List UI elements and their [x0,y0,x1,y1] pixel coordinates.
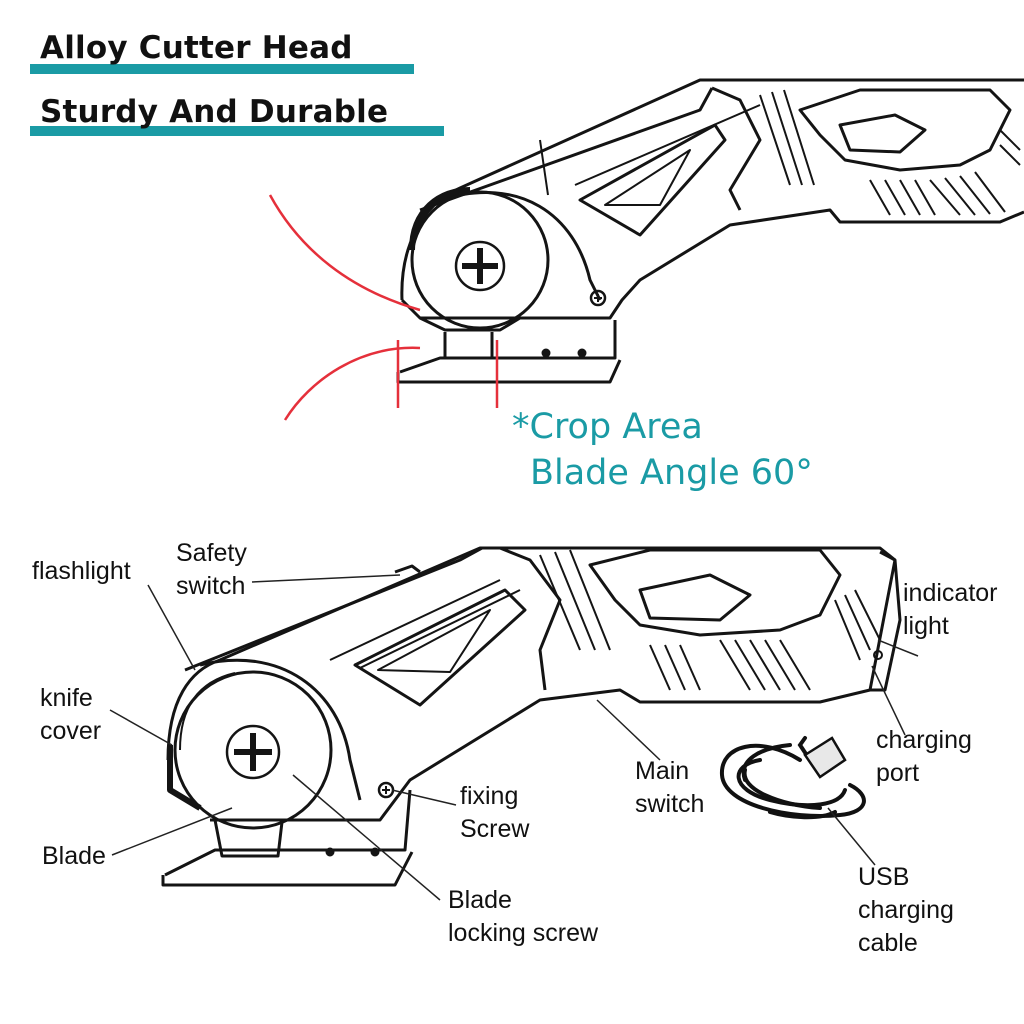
label-usb-charging-cable: USB charging cable [858,863,954,957]
blade-angle-callout: Blade Angle 60° [530,453,813,493]
leader-lines [109,574,919,901]
usb-plug-drawing [803,736,847,779]
label-blade-locking-screw: Blade locking screw [448,886,599,947]
usb-cable-drawing [719,736,866,820]
headline-bar-2 [30,126,444,136]
label-knife-cover: knife cover [40,684,102,745]
label-charging-port: charging port [876,726,972,787]
label-flashlight: flashlight [32,557,131,585]
label-main-switch: Main switch [635,757,705,818]
label-fixing-screw: fixing Screw [460,782,530,843]
crop-area-marks [268,194,499,421]
label-safety-switch: Safety switch [176,539,247,600]
crop-area-callout: *Crop Area [512,407,703,447]
headline-line-2: Sturdy And Durable [40,94,389,130]
label-indicator-light: indicator light [903,579,998,640]
headline-bar-1 [30,64,414,74]
bottom-cutter-drawing [161,546,902,887]
top-cutter-drawing [396,78,1024,384]
headline-line-1: Alloy Cutter Head [40,30,353,66]
label-blade: Blade [42,842,106,870]
